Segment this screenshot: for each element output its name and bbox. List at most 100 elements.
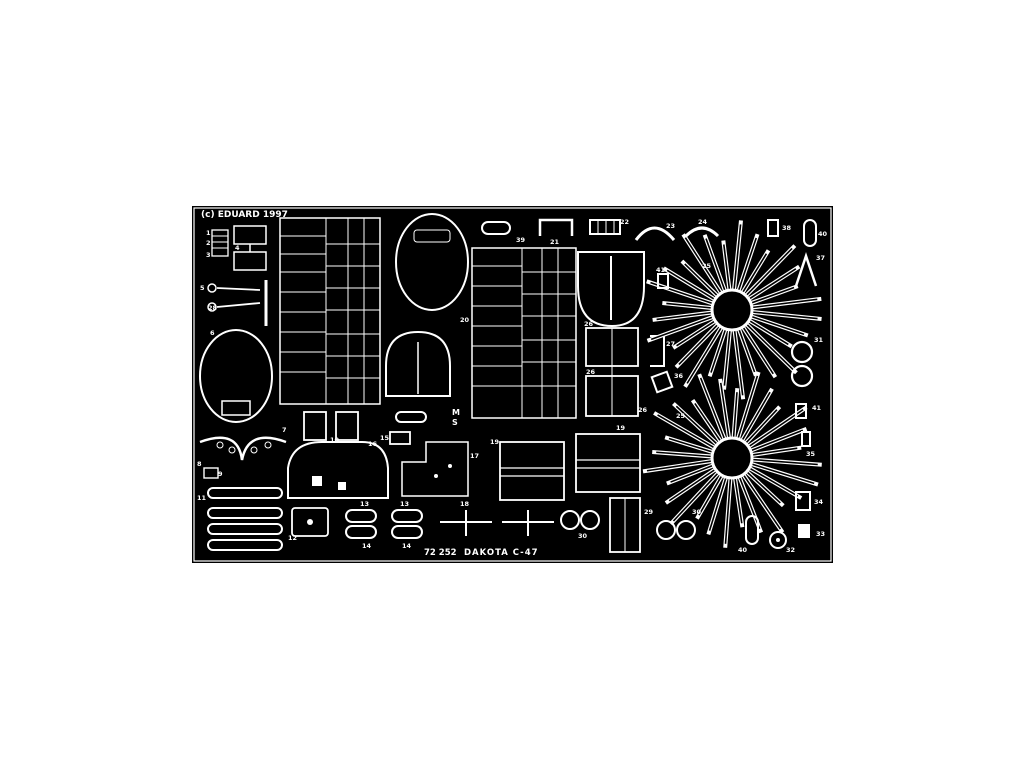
part-4-brackets (233, 225, 267, 271)
part-label: 34 (814, 498, 824, 506)
engine-spoke-inner (741, 391, 771, 442)
part-label: 4 (235, 244, 240, 252)
part-label: 14 (362, 542, 372, 550)
copyright-text: (c) EDUARD 1997 (201, 210, 288, 220)
fret-artwork: (c) EDUARD 1997 72 252 DAKOTA C-47 M S (193, 207, 832, 562)
engine-spoke-inner (650, 281, 714, 305)
part-label: 23 (666, 222, 675, 230)
engine-spoke-inner (684, 237, 722, 294)
part-label: 8 (197, 460, 202, 468)
part-label: 28 (208, 304, 218, 312)
part-23-arc (634, 226, 676, 241)
engine-spoke-inner (748, 319, 789, 346)
engine-spoke-inner (672, 472, 719, 522)
engine-spoke-inner (733, 224, 742, 291)
part-label: 22 (620, 218, 629, 226)
part-label: 19 (616, 424, 626, 432)
part-25-engine-bottom (642, 371, 822, 548)
part-24-arc (684, 226, 720, 238)
part-label: 41 (812, 404, 822, 412)
engine-spoke-inner (678, 323, 719, 365)
part-29-tall-plate (609, 497, 641, 553)
part-label: 41 (656, 266, 666, 274)
engine-spoke-inner (646, 460, 713, 472)
part-label: 33 (816, 530, 825, 538)
engine-spoke-inner (750, 315, 805, 335)
part-label: 2 (206, 239, 211, 247)
part-label: 30 (692, 508, 702, 516)
part-label: 13 (360, 500, 369, 508)
part-label: 9 (218, 470, 223, 478)
engine-spoke-inner (666, 269, 716, 301)
fret-border (193, 207, 832, 562)
part-label: 26 (638, 406, 648, 414)
part-22-strip (589, 219, 621, 235)
engine-hub (710, 436, 754, 480)
engine-spoke-inner (745, 323, 795, 371)
engine-spoke-inner (737, 375, 759, 440)
engine-spoke-inner (656, 451, 713, 458)
part-label: 21 (550, 238, 560, 246)
part-40-tube-lower (745, 515, 759, 545)
engine-spoke-inner (738, 476, 761, 530)
part-35-clip (801, 431, 811, 447)
part-26-seat-pans (585, 327, 639, 417)
engine-spoke-inner (666, 302, 713, 309)
engine-spoke-inner (723, 329, 731, 386)
part-label: 30 (578, 532, 588, 540)
part-label: 26 (584, 320, 594, 328)
engine-spoke-inner (748, 268, 797, 300)
part-label: 37 (816, 254, 825, 262)
part-label: 25 (702, 262, 712, 270)
engine-spoke-inner (751, 298, 818, 309)
engine-spoke-inner (750, 286, 795, 304)
part-label: 26 (586, 368, 596, 376)
engine-spoke-inner (684, 263, 719, 297)
engine-spoke-inner (686, 326, 723, 384)
part-36-block (650, 370, 674, 394)
engine-spoke-inner (748, 467, 799, 497)
part-label: 11 (197, 494, 207, 502)
engine-spoke-inner (748, 408, 804, 448)
part-10-blocks (303, 411, 359, 441)
part-label: 7 (282, 426, 287, 434)
engine-spoke-inner (751, 311, 818, 320)
engine-spoke-inner (675, 405, 718, 445)
part-label: 18 (460, 500, 470, 508)
part-label: 29 (644, 508, 654, 516)
scale-mark-s: S (452, 418, 458, 427)
part-17-floor (401, 441, 469, 497)
part-1-3-rails (211, 229, 229, 257)
part-19-grille-right (575, 433, 641, 493)
part-5-lever (207, 280, 268, 326)
part-label: 38 (782, 224, 792, 232)
engine-spoke-inner (668, 468, 716, 502)
part-37-screws (395, 411, 427, 423)
part-label: 3 (206, 251, 211, 259)
part-37-fork (794, 252, 818, 287)
part-label: 12 (288, 534, 297, 542)
engine-spoke-inner (734, 477, 743, 524)
part-6-panel-frame (199, 329, 273, 423)
part-label: 6 (210, 329, 215, 337)
engine-spoke-inner (742, 326, 774, 375)
part-number-labels: 1 2 3 4 5 6 7 8 9 10 11 12 13 13 14 14 1… (197, 218, 828, 554)
part-label: 5 (200, 284, 205, 292)
part-18-antennas (440, 510, 554, 536)
engine-spoke-inner (738, 328, 756, 373)
part-label: 24 (698, 218, 708, 226)
engine-spoke-inner (723, 244, 731, 291)
part-label: 31 (814, 336, 824, 344)
engine-spoke-inner (732, 392, 738, 439)
part-label: 17 (470, 452, 479, 460)
part-label: 35 (806, 450, 816, 458)
part-31-discs (790, 340, 814, 388)
part-16-instrument-panel (287, 441, 389, 499)
part-20-window-lower (385, 330, 451, 397)
part-label: 1 (206, 229, 211, 237)
engine-spoke-inner (745, 409, 778, 444)
part-label: 25 (676, 412, 686, 420)
part-19-grille-left (499, 441, 565, 501)
engine-spoke-inner (746, 471, 781, 504)
part-25-engine-top (646, 220, 822, 400)
